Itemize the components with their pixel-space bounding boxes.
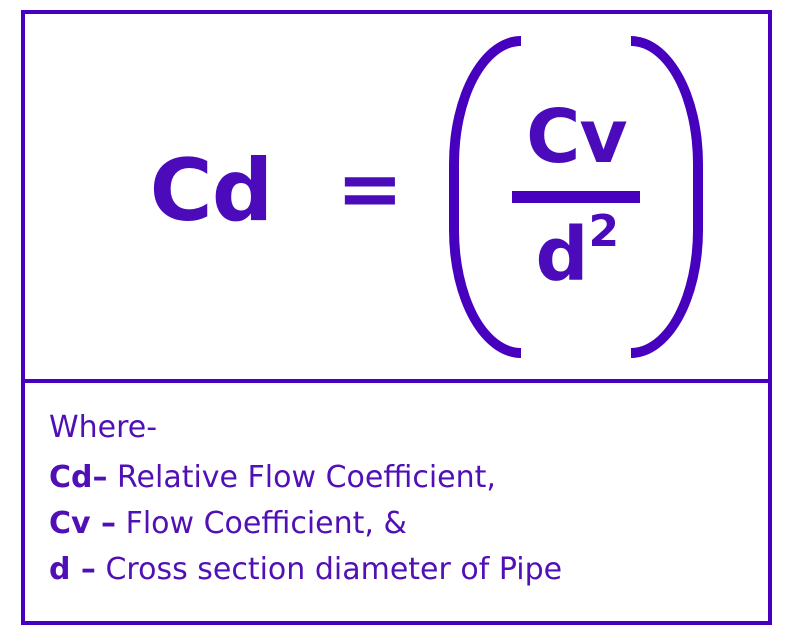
legend-dash-cd: –: [92, 460, 108, 495]
legend-symbol-cv: Cv: [49, 506, 91, 541]
legend-description-cv: Flow Coefficient, &: [116, 506, 407, 541]
formula-card: Cd = Cv d2: [21, 10, 772, 625]
formula-panel: Cd = Cv d2: [25, 14, 768, 383]
legend-item-d: d – Cross section diameter of Pipe: [49, 547, 768, 593]
close-paren-icon: [631, 35, 704, 358]
legend-description-cd: Relative Flow Coefficient,: [107, 460, 496, 495]
open-paren-icon: [449, 35, 522, 358]
fraction-bar: [512, 190, 641, 203]
fraction: Cv d2: [491, 93, 661, 295]
legend-item-cd: Cd– Relative Flow Coefficient,: [49, 455, 768, 501]
legend-panel: Where- Cd– Relative Flow Coefficient, Cv…: [25, 383, 768, 621]
legend-dash-d: –: [70, 552, 96, 587]
bracketed-fraction: Cv d2: [449, 32, 704, 362]
denominator-exponent: 2: [588, 205, 620, 257]
equals-sign: =: [336, 141, 404, 235]
legend-dash-cv: –: [90, 506, 117, 541]
formula-expression: Cd = Cv d2: [25, 14, 768, 379]
legend-item-cv: Cv – Flow Coefficient, &: [49, 501, 768, 547]
legend-description-d: Cross section diameter of Pipe: [95, 552, 563, 587]
legend-symbol-d: d: [49, 552, 71, 587]
formula-left-hand-side: Cd: [149, 140, 274, 241]
denominator-base: d: [535, 211, 589, 298]
legend-symbol-cd: Cd: [49, 460, 93, 495]
fraction-numerator: Cv: [526, 93, 628, 180]
legend-heading: Where-: [49, 410, 158, 445]
fraction-denominator: d2: [536, 209, 620, 295]
